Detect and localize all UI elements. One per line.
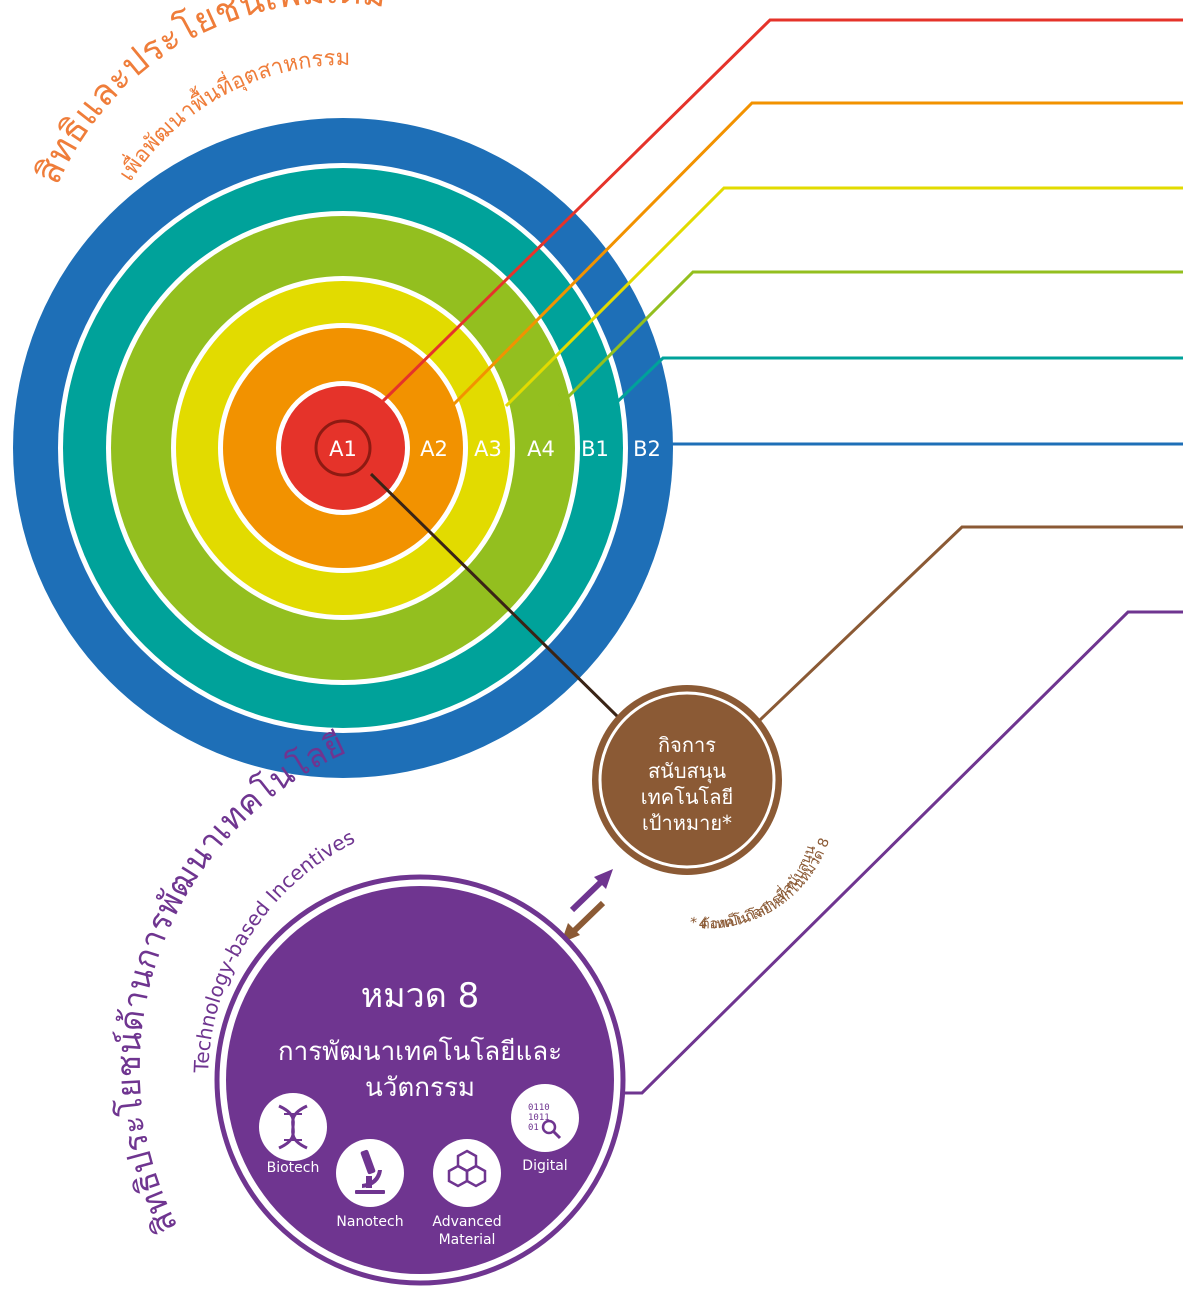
svg-text:0110: 0110 xyxy=(528,1103,550,1113)
ring-a1-inner xyxy=(314,419,372,477)
leader-b1 xyxy=(613,356,1183,406)
ring-label-a2: A2 xyxy=(420,437,448,461)
leader-a4 xyxy=(557,270,1183,408)
link-arrows xyxy=(561,869,613,943)
svg-text:01: 01 xyxy=(528,1123,539,1133)
svg-text:1011: 1011 xyxy=(528,1113,550,1123)
tech-nanotech-label: Nanotech xyxy=(336,1214,403,1230)
target-rings xyxy=(13,118,673,778)
ring-label-a4: A4 xyxy=(527,437,555,461)
leader-a1 xyxy=(381,18,1183,403)
leader-lines xyxy=(381,18,1183,1095)
leader-a3 xyxy=(504,186,1183,408)
ring-label-b2: B2 xyxy=(633,437,661,461)
microscope-icon xyxy=(355,1149,385,1194)
ring-label-a3: A3 xyxy=(474,437,502,461)
tech-biotech: Biotech xyxy=(259,1093,327,1176)
dna-icon xyxy=(278,1104,308,1150)
tech-digital-label: Digital xyxy=(522,1158,567,1174)
a1-to-target-connector xyxy=(369,472,620,719)
tech-digital: 0110 1011 01 Digital xyxy=(511,1084,579,1174)
leader-category8 xyxy=(620,610,1183,1095)
binary-magnifier-icon: 0110 1011 01 xyxy=(528,1103,562,1140)
leader-a2 xyxy=(450,101,1183,408)
tech-advanced-material-label-2: Material xyxy=(439,1232,496,1248)
target-tech-line-4: เป้าหมาย* xyxy=(642,811,732,835)
target-tech-circle: กิจการ สนับสนุน เทคโนโลยี เป้าหมาย* xyxy=(592,685,782,875)
ring-label-b1: B1 xyxy=(581,437,609,461)
arrow-up-icon xyxy=(594,869,613,889)
category8-subtitle-2: นวัตกรรม xyxy=(365,1073,475,1103)
target-tech-line-2: สนับสนุน xyxy=(648,759,726,784)
tech-advanced-material: Advanced Material xyxy=(432,1139,502,1248)
category8-subtitle-1: การพัฒนาเทคโนโลยีและ xyxy=(278,1036,562,1067)
tech-biotech-label: Biotech xyxy=(267,1160,320,1176)
target-tech-line-3: เทคโนโลยี xyxy=(641,785,734,809)
leader-target-tech xyxy=(758,525,1183,722)
hexagon-molecule-icon xyxy=(447,1149,487,1188)
ring-label-a1: A1 xyxy=(329,437,357,461)
target-tech-line-1: กิจการ xyxy=(658,733,716,757)
tech-nanotech: Nanotech xyxy=(336,1139,404,1230)
category8-title: หมวด 8 xyxy=(361,976,479,1016)
tech-advanced-material-label-1: Advanced xyxy=(432,1214,501,1230)
category8-circle: หมวด 8 การพัฒนาเทคโนโลยีและ นวัตกรรม Bio… xyxy=(214,874,626,1286)
